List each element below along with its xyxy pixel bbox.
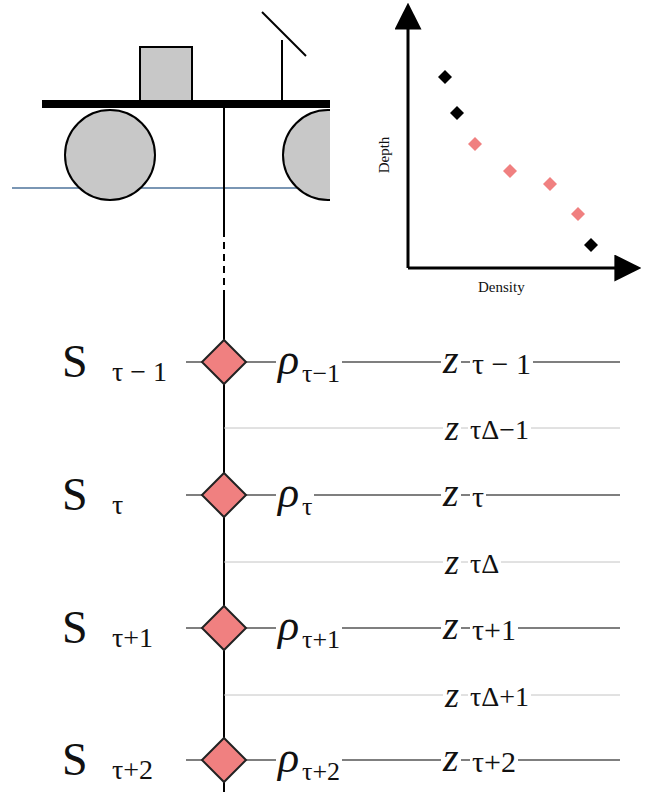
depth-symbol: z (441, 738, 461, 778)
subscript: τ+2 (300, 759, 342, 785)
cable-dashed (223, 230, 225, 290)
sensor-diamond (202, 473, 246, 517)
sensor-diamond (202, 340, 246, 384)
subscript: τΔ−1 (468, 416, 531, 444)
subscript: τ+1 (110, 624, 155, 652)
sensor-name: S (60, 472, 90, 518)
y-axis (407, 8, 410, 268)
point-black (450, 106, 464, 120)
mid-level-line (224, 562, 620, 563)
subscript: τ − 1 (470, 349, 533, 379)
density-symbol: ρ (276, 604, 301, 648)
depth-symbol: z (441, 473, 461, 513)
subscript: τΔ+1 (468, 683, 531, 711)
subscript: τ+2 (110, 756, 155, 784)
density-symbol: ρ (276, 338, 301, 382)
sensor-diamond (202, 606, 246, 650)
level-line (186, 494, 620, 495)
right-wheel (283, 110, 330, 200)
subscript: τ−1 (300, 361, 342, 387)
subscript: τ+1 (470, 615, 518, 645)
depth-symbol: z (443, 410, 461, 446)
cable (223, 108, 225, 230)
antenna-arm (262, 12, 306, 56)
x-axis (408, 267, 636, 270)
subscript: τ − 1 (110, 358, 169, 386)
depth-symbol: z (441, 340, 461, 380)
level-line (186, 627, 620, 628)
mid-level-line (224, 428, 620, 429)
antenna-mast (281, 40, 283, 102)
depth-symbol: z (443, 544, 461, 580)
subscript: τ (470, 482, 486, 512)
sensor-name: S (60, 605, 90, 651)
subscript: τ+1 (300, 627, 342, 653)
density-symbol: ρ (276, 471, 301, 515)
point-pink (468, 137, 482, 151)
vehicle-deck (42, 100, 330, 108)
point-black (584, 238, 598, 252)
instrument-box (140, 47, 192, 103)
sensor-diamond (202, 738, 246, 782)
depth-symbol: z (443, 677, 461, 713)
subscript: τ (300, 494, 314, 520)
point-pink (571, 207, 585, 221)
subscript: τ (110, 491, 125, 519)
subscript: τΔ (468, 550, 501, 578)
point-pink (503, 164, 517, 178)
data-points (438, 70, 598, 252)
sensor-name: S (60, 737, 90, 783)
sensor-name: S (60, 339, 90, 385)
axis-label: Depth (377, 135, 392, 176)
level-line (186, 759, 620, 760)
point-black (438, 70, 452, 84)
depth-symbol: z (441, 606, 461, 646)
mid-level-line (224, 695, 620, 696)
subscript: τ+2 (470, 747, 518, 777)
point-pink (543, 177, 557, 191)
level-line (186, 361, 620, 362)
density-symbol: ρ (276, 736, 301, 780)
axis-label: Density (476, 280, 527, 295)
surface-line (12, 187, 330, 189)
left-wheel (65, 110, 155, 200)
